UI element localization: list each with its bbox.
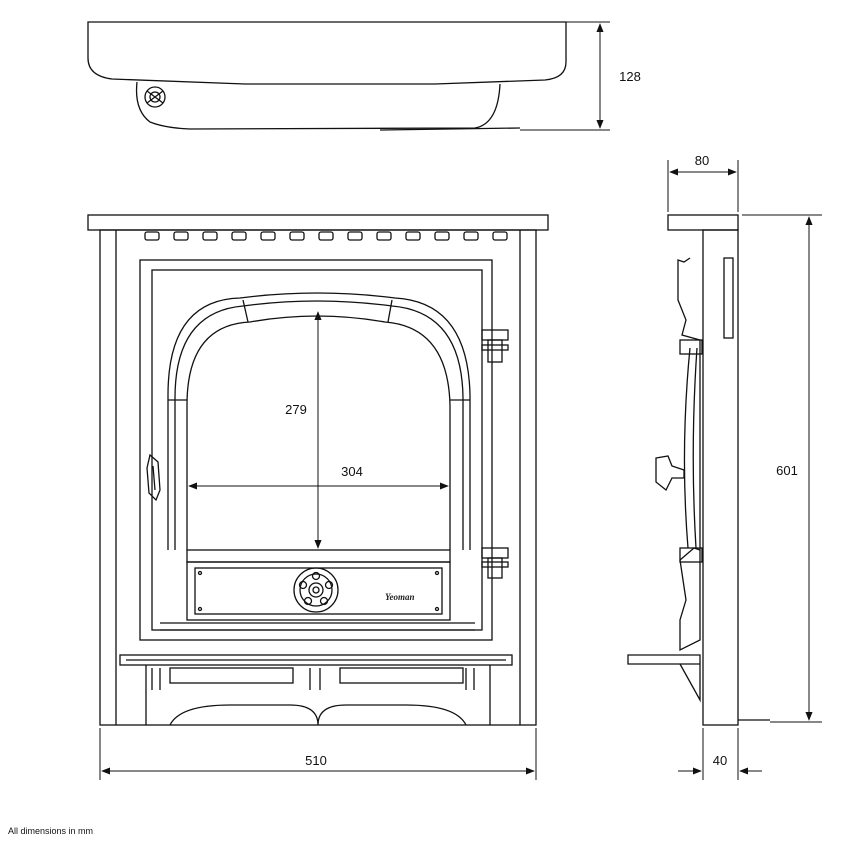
door-arch-mid	[174, 300, 464, 550]
door-arch-outer	[167, 292, 471, 550]
rosette-air-control	[293, 567, 339, 613]
side-top-plate	[667, 214, 739, 231]
base-arch-cutout	[145, 665, 491, 726]
top-view	[87, 21, 567, 131]
base-slot-left	[169, 667, 294, 684]
vent-slot	[376, 231, 392, 241]
dim-opening-height-label: 279	[285, 402, 307, 417]
dim-side-depth-label: 80	[695, 153, 709, 168]
hearth-lip	[119, 654, 513, 666]
vent-slot	[318, 231, 334, 241]
vent-slot	[347, 231, 363, 241]
dim-top-depth-label: 128	[619, 69, 641, 84]
vent-slot	[492, 231, 508, 241]
side-flue-collar	[723, 257, 734, 339]
side-door-profile	[677, 257, 701, 652]
dim-side-height-label: 601	[776, 463, 798, 478]
vent-slot	[463, 231, 479, 241]
door-handle	[146, 453, 161, 502]
vent-slot	[260, 231, 276, 241]
side-view	[627, 214, 770, 726]
top-body-outline	[135, 81, 501, 130]
vent-slot	[173, 231, 189, 241]
base-plinth	[119, 654, 513, 726]
side-hearth	[627, 654, 701, 703]
dim-side-height	[742, 214, 822, 723]
top-base-line	[379, 127, 521, 131]
vent-slot	[434, 231, 450, 241]
lower-door-panel	[186, 561, 451, 621]
vent-slot	[405, 231, 421, 241]
lower-hinge	[481, 547, 509, 579]
side-body-outline	[702, 229, 739, 726]
front-top-plate	[87, 214, 549, 231]
front-view: Yeoman	[87, 214, 549, 726]
vent-slot	[231, 231, 247, 241]
dim-hearth-step	[678, 728, 762, 780]
door-frame-inner	[151, 269, 483, 631]
air-control-knob	[144, 86, 166, 108]
top-vent-slots	[144, 231, 508, 241]
upper-hinge	[481, 329, 509, 363]
top-plate-outline	[87, 21, 567, 85]
side-handle	[655, 455, 685, 492]
vent-slot	[289, 231, 305, 241]
brand-mark: Yeoman	[385, 592, 415, 602]
door-frame-outer	[139, 259, 493, 641]
dim-hearth-step-label: 40	[713, 753, 727, 768]
dim-side-depth	[667, 160, 739, 212]
vent-slot	[202, 231, 218, 241]
dim-top-depth	[520, 21, 610, 131]
dim-opening-width-label: 304	[341, 464, 363, 479]
footnote: All dimensions in mm	[8, 826, 94, 836]
vent-slot	[144, 231, 160, 241]
dim-front-width-label: 510	[305, 753, 327, 768]
door: Yeoman	[139, 259, 509, 641]
dim-front-width	[99, 728, 537, 780]
base-slot-right	[339, 667, 464, 684]
airwash-panel	[186, 549, 451, 563]
